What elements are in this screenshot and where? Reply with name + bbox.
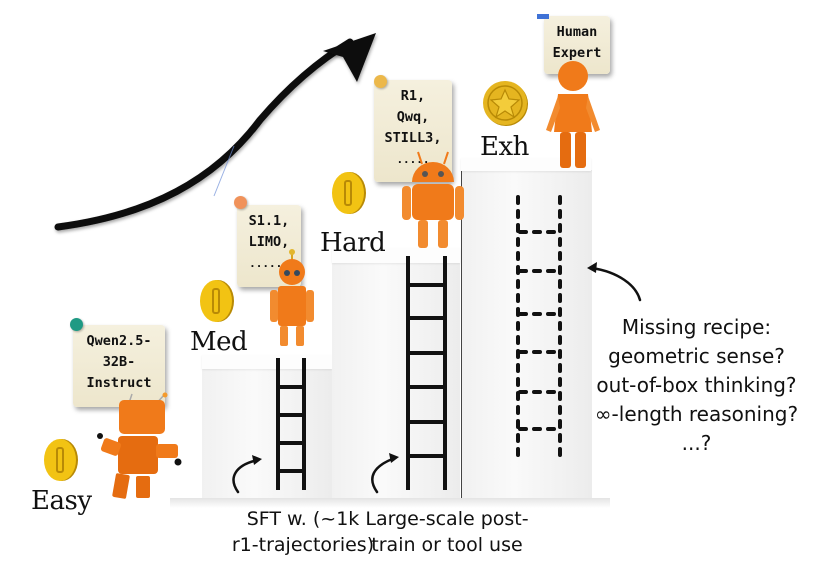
level-label-exh: Exh <box>480 132 529 162</box>
robot-easy-icon <box>97 392 182 499</box>
ladder-med <box>276 358 306 490</box>
podium-block-med <box>202 368 332 503</box>
podium-block-exh <box>461 170 592 503</box>
pointer-arrow-missing <box>590 266 642 302</box>
level-label-med: Med <box>190 327 248 357</box>
caption-line: Missing recipe: <box>621 315 772 339</box>
note-line: Instruct <box>86 375 152 391</box>
pin-icon <box>537 14 549 19</box>
note-easy: Qwen2.5- 32B- Instruct <box>73 325 165 407</box>
caption-line: ...? <box>681 431 712 455</box>
podium-top-exh <box>461 158 591 171</box>
pin-icon <box>70 318 83 331</box>
podium-top-hard <box>332 248 460 263</box>
podium-block-hard <box>332 262 460 503</box>
caption-line: train or tool use <box>371 534 523 556</box>
note-line: ...... <box>249 257 289 270</box>
pointer-arrow-sft <box>232 458 260 494</box>
note-line: Expert <box>552 45 602 61</box>
plain-coin-icon <box>200 280 234 322</box>
note-line: STILL3, <box>384 130 442 146</box>
caption-line: out-of-box thinking? <box>596 373 797 397</box>
floor-shadow <box>170 498 610 508</box>
pointer-arrow-large-scale <box>371 456 397 494</box>
note-line: LIMO, <box>248 234 290 250</box>
caption-sft: SFT w. (~1k r1-trajectories) <box>228 506 378 558</box>
level-label-hard: Hard <box>320 228 386 258</box>
human-expert-icon <box>546 61 600 168</box>
note-line: Qwq, <box>396 109 430 125</box>
pin-icon <box>374 75 387 88</box>
podium-top-med <box>202 355 332 369</box>
note-line: Qwen2.5- <box>86 333 152 349</box>
note-line: R1, <box>400 88 426 104</box>
star-coin-icon <box>483 81 528 126</box>
caption-line: geometric sense? <box>608 344 785 368</box>
ladder-missing-dashed <box>516 195 562 462</box>
robot-hard-icon <box>402 151 464 248</box>
caption-large-scale: Large-scale post- train or tool use <box>362 506 532 558</box>
note-line: S1.1, <box>248 213 290 229</box>
caption-line: SFT w. (~1k <box>246 508 360 530</box>
level-label-easy: Easy <box>31 486 92 516</box>
caption-line: Large-scale post- <box>365 508 529 530</box>
plain-coin-icon <box>44 439 78 481</box>
caption-line: r1-trajectories) <box>231 534 375 556</box>
caption-missing-recipe: Missing recipe: geometric sense? out-of-… <box>580 313 813 458</box>
pin-icon <box>234 196 247 209</box>
robot-med-icon <box>270 249 314 346</box>
ladder-hard <box>406 256 447 490</box>
note-line: 32B- <box>102 354 136 370</box>
note-line: Human <box>556 24 598 40</box>
caption-line: ∞-length reasoning? <box>594 402 799 426</box>
plain-coin-icon <box>332 172 366 214</box>
